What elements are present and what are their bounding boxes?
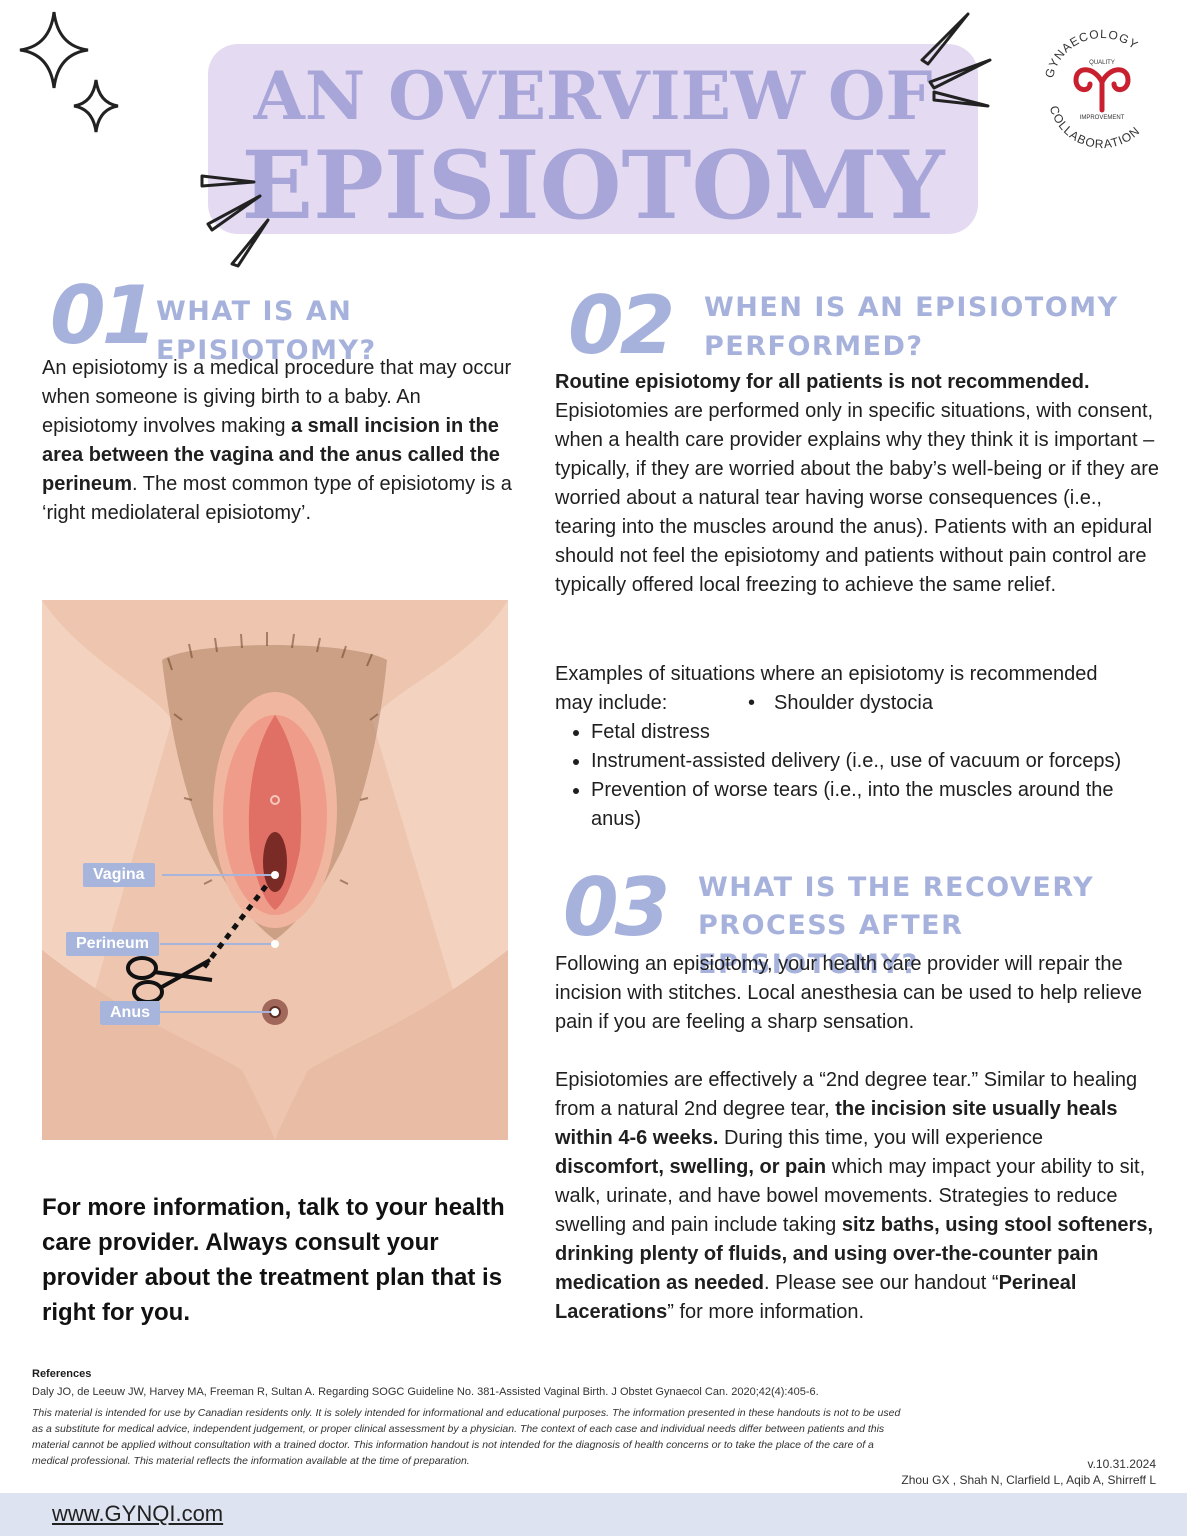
section2-paragraph: Routine episiotomy for all patients is n…: [555, 371, 1160, 596]
list-item: Instrument-assisted delivery (i.e., use …: [591, 747, 1160, 776]
version: v.10.31.2024: [1087, 1457, 1156, 1471]
svg-text:QUALITY: QUALITY: [1089, 60, 1115, 66]
burst-lines-right-icon: [920, 12, 992, 108]
authors: Zhou GX , Shah N, Clarfield L, Aqib A, S…: [901, 1473, 1156, 1487]
uterus-icon: [1073, 67, 1131, 113]
page-title-line2: EPISIOTOMY: [241, 131, 945, 241]
section2-number: 02: [568, 279, 675, 372]
section3-number: 03: [563, 861, 670, 954]
list-item-inline: •Shoulder dystocia: [748, 692, 933, 714]
disclaimer: This material is intended for use by Can…: [32, 1407, 901, 1467]
section3-heading-line1: WHAT IS THE RECOVERY: [698, 872, 1095, 903]
label-anus: Anus: [100, 1001, 160, 1025]
sparkle-large-icon: [19, 11, 89, 89]
label-vagina: Vagina: [83, 863, 155, 887]
examples-list: Fetal distress Instrument-assisted deliv…: [555, 718, 1160, 834]
section1-number: 01: [50, 269, 157, 362]
section2-heading-line2: PERFORMED?: [704, 331, 924, 362]
section3-paragraph1: Following an episiotomy, your health car…: [555, 953, 1143, 1033]
burst-lines-left-icon: [200, 174, 270, 268]
footer-bar: [0, 1493, 1187, 1536]
section2-heading-line1: WHEN IS AN EPISIOTOMY: [704, 292, 1119, 323]
scissors-icon: [126, 956, 213, 1004]
svg-text:IMPROVEMENT: IMPROVEMENT: [1080, 115, 1125, 121]
section1-paragraph: An episiotomy is a medical procedure tha…: [42, 357, 512, 524]
title-banner: [208, 44, 978, 234]
gynqi-logo: GYNAECOLOGY COLLABORATION QUALITY IMPROV…: [1042, 27, 1143, 151]
section3-heading-line2: PROCESS AFTER EPISIOTOMY?: [698, 910, 964, 980]
section3-paragraph2: Episiotomies are effectively a “2nd degr…: [555, 1069, 1154, 1323]
page-title-line1: AN OVERVIEW OF: [253, 57, 933, 135]
list-item: Prevention of worse tears (i.e., into th…: [591, 776, 1160, 834]
section1-heading: WHAT IS AN EPISIOTOMY?: [156, 296, 377, 366]
list-item: Fetal distress: [591, 718, 1160, 747]
references-citation: Daly JO, de Leeuw JW, Harvey MA, Freeman…: [32, 1386, 819, 1398]
website-link[interactable]: www.GYNQI.com: [52, 1501, 224, 1526]
label-perineum: Perineum: [66, 932, 159, 956]
closing-statement: For more information, talk to your healt…: [42, 1194, 505, 1326]
references-heading: References: [32, 1368, 92, 1380]
svg-text:COLLABORATION: COLLABORATION: [1047, 104, 1143, 151]
sparkle-small-icon: [73, 79, 119, 133]
section2-examples: Examples of situations where an episioto…: [555, 660, 1160, 834]
